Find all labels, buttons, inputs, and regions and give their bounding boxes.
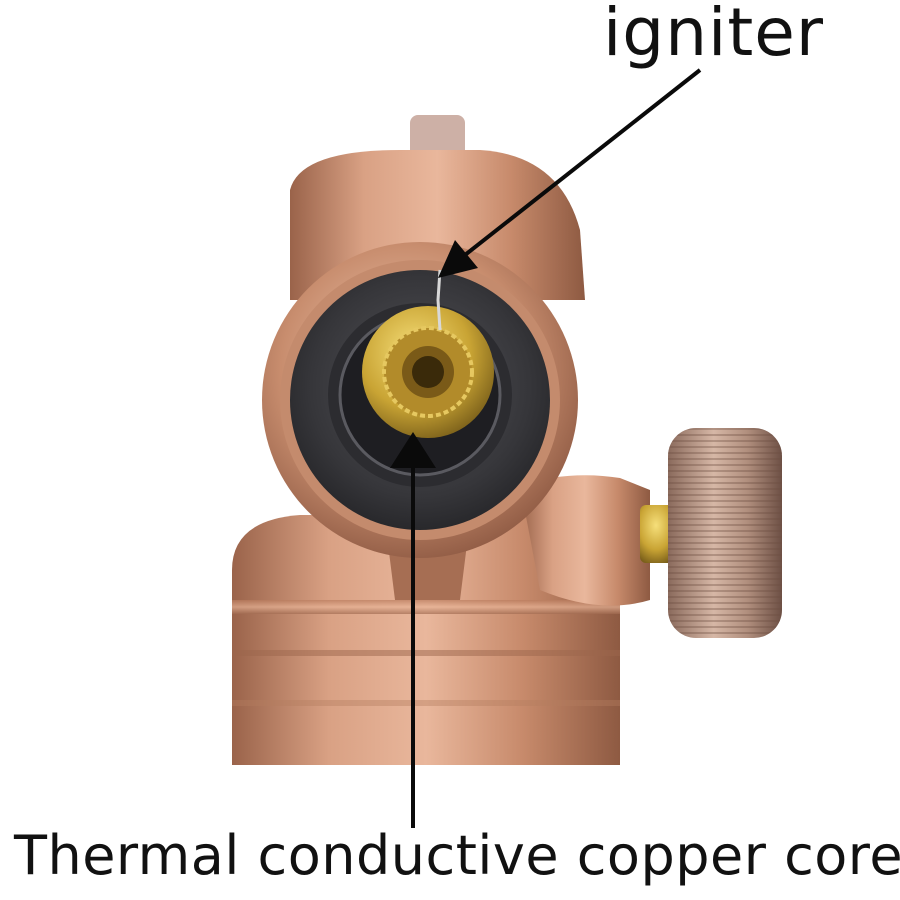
igniter-arrow: [438, 68, 702, 278]
torch-body: [232, 515, 620, 765]
copper-core: [362, 306, 494, 438]
igniter-wire: [436, 269, 442, 331]
core-label: Thermal conductive copper core: [14, 824, 900, 887]
igniter-label: igniter: [602, 0, 824, 71]
valve-arm: [520, 475, 650, 606]
core-arrow: [390, 432, 436, 828]
adjustment-knob[interactable]: [668, 428, 782, 638]
